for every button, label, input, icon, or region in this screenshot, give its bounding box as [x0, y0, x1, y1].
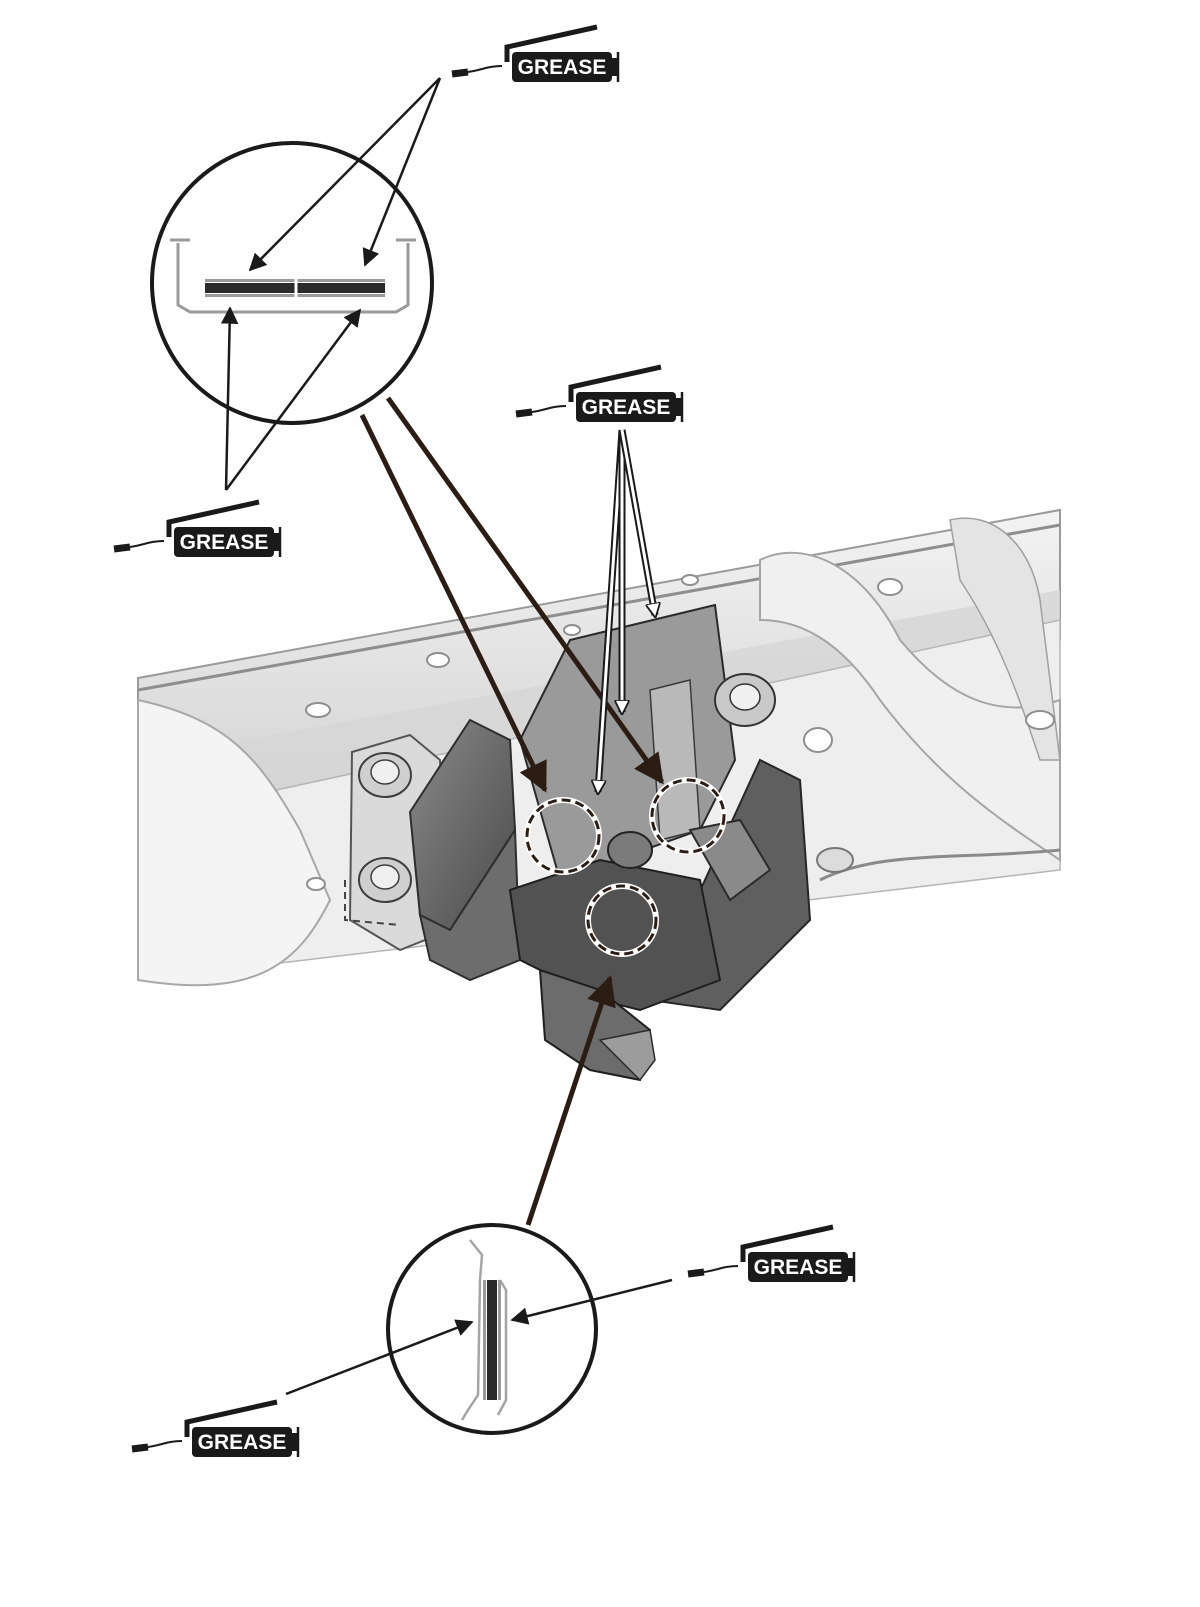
- grease-callout-middle: GREASE: [515, 364, 684, 422]
- grease-callout-bottom-left: GREASE: [131, 1399, 300, 1457]
- grease-label: GREASE: [198, 1431, 287, 1454]
- grease-callout-top: GREASE: [451, 24, 620, 82]
- grease-label: GREASE: [180, 531, 269, 554]
- grease-callout-bottom-right: GREASE: [687, 1224, 856, 1282]
- grease-label: GREASE: [518, 56, 607, 79]
- leader-lines: [220, 77, 673, 1396]
- hood-latch: [344, 603, 812, 1082]
- grease-gun-icon: [131, 1399, 300, 1457]
- grease-gun-icon: [451, 24, 620, 82]
- grease-gun-icon: [113, 499, 282, 557]
- grease-gun-icon: [515, 364, 684, 422]
- grease-callout-left: GREASE: [113, 499, 282, 557]
- grease-point-markers: [524, 777, 727, 957]
- detail-view-bottom: [386, 1223, 598, 1435]
- grease-label: GREASE: [754, 1256, 843, 1279]
- grease-gun-icon: [687, 1224, 856, 1282]
- detail-view-top: [150, 141, 434, 425]
- grease-label: GREASE: [582, 396, 671, 419]
